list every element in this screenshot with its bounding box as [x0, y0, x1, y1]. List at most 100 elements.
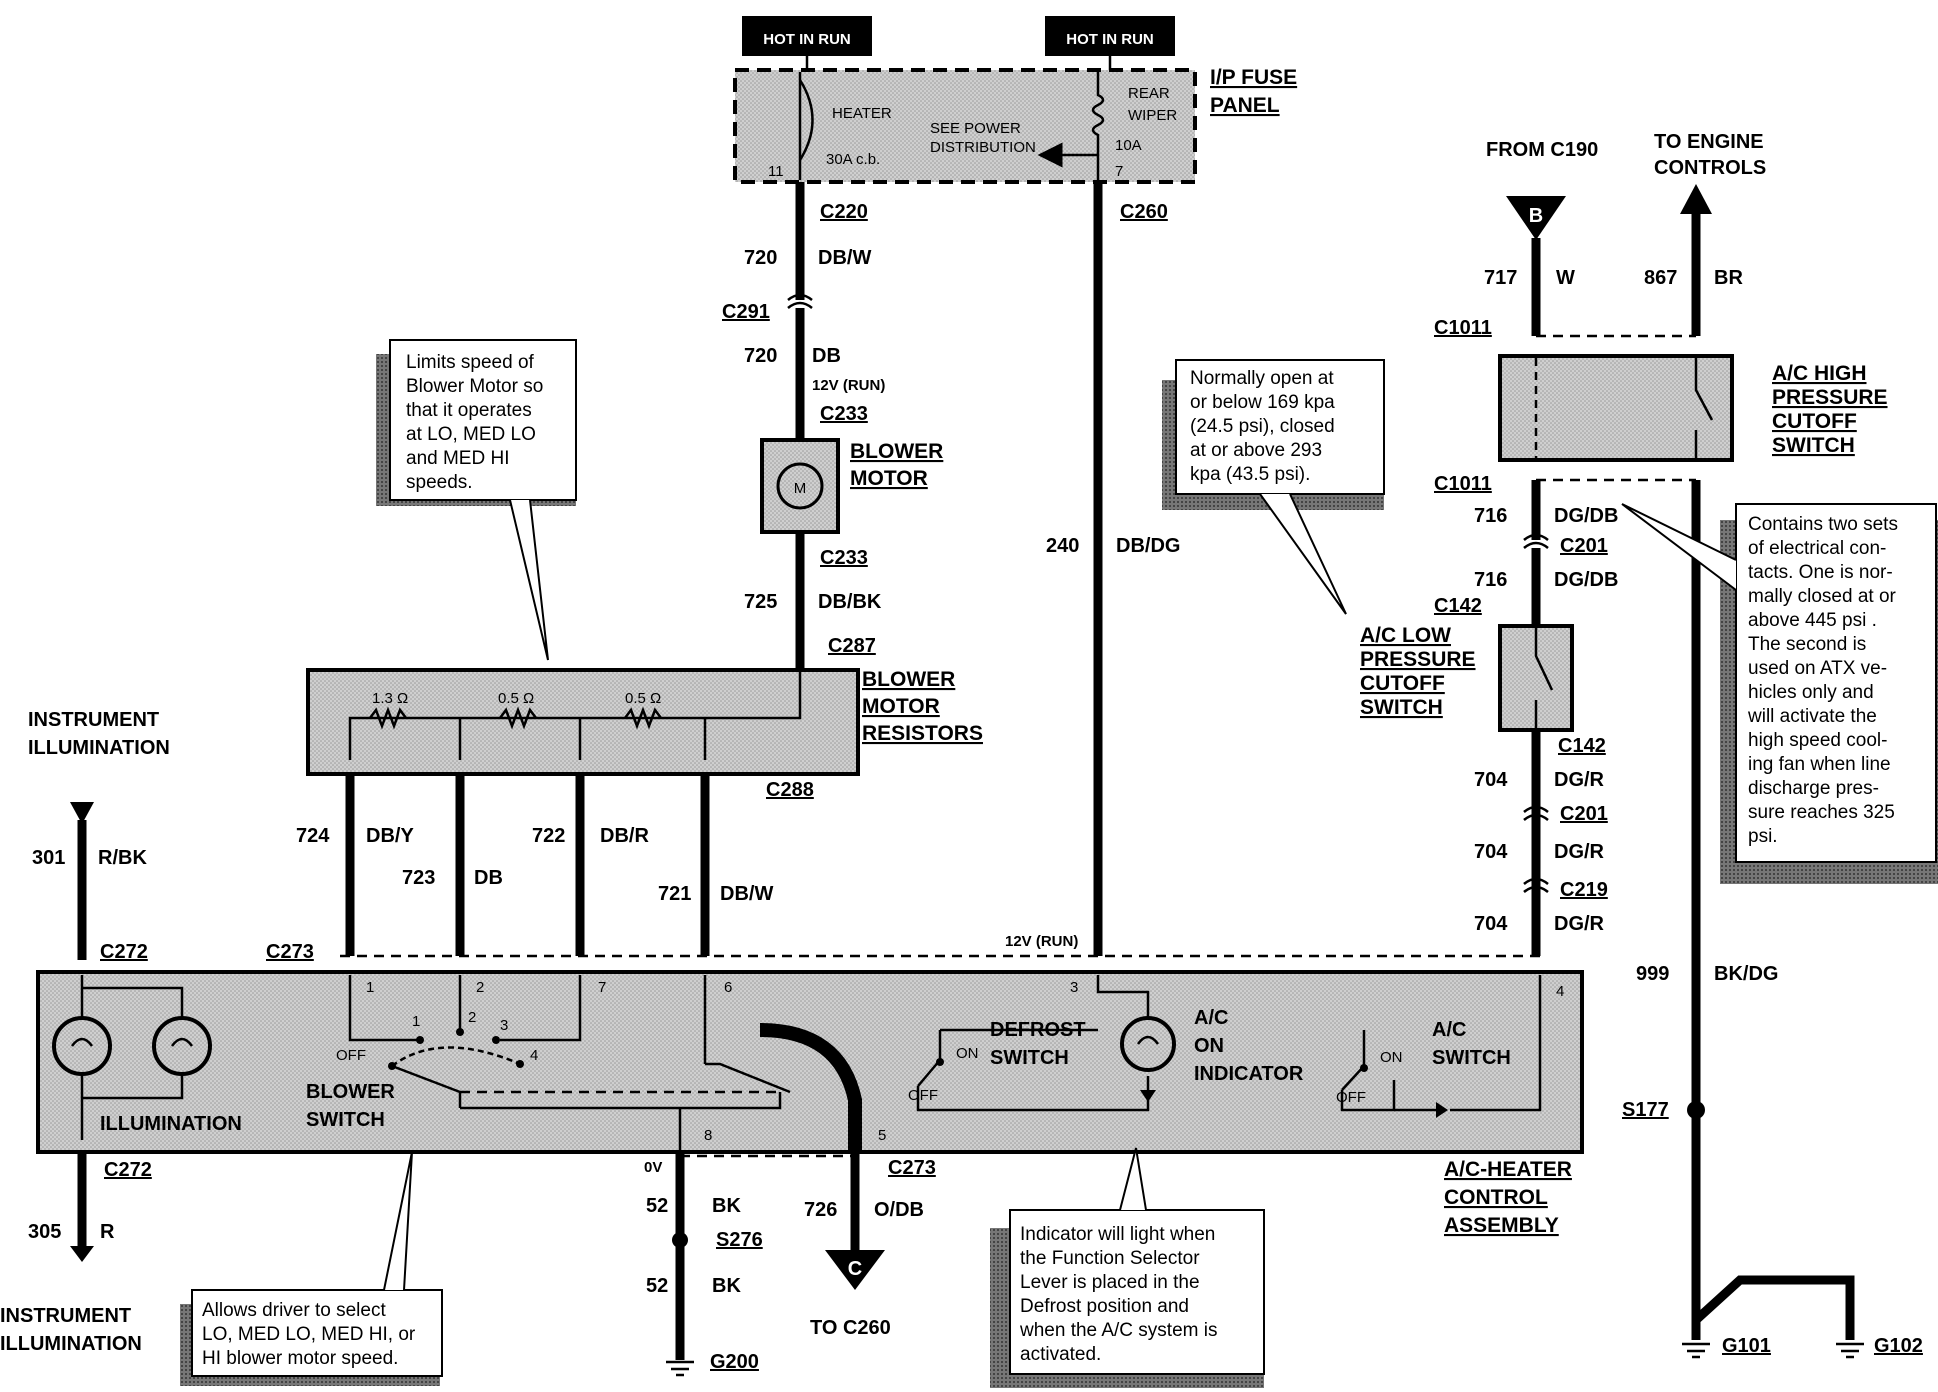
diagram-label: BK — [712, 1275, 741, 1297]
diagram-label: 724 — [296, 825, 330, 847]
diagram-label: HOT IN RUN — [1066, 31, 1154, 48]
diagram-label: 3 — [1070, 979, 1078, 996]
diagram-label: 725 — [744, 591, 777, 613]
diagram-label: OFF — [336, 1047, 366, 1064]
diagram-label: DG/R — [1554, 913, 1605, 935]
diagram-label: ON — [1194, 1035, 1224, 1057]
diagram-label: SWITCH — [306, 1109, 385, 1131]
connector-c291: C291 — [722, 301, 770, 323]
diagram-label: at LO, MED LO — [406, 424, 536, 445]
connector-c288: C288 — [766, 779, 814, 801]
diagram-label: WIPER — [1128, 107, 1177, 124]
note-allows-driver: Allows driver to select LO, MED LO, MED … — [180, 1151, 443, 1386]
diagram-label: 3 — [500, 1017, 508, 1034]
diagram-label: 7 — [1115, 163, 1123, 180]
diagram-label: 2 — [476, 979, 484, 996]
diagram-label: RESISTORS — [862, 722, 983, 745]
diagram-label: high speed cool- — [1748, 730, 1887, 751]
diagram-label: FROM C190 — [1486, 139, 1598, 161]
connector-c273-left: C273 — [266, 941, 314, 963]
splice-s177: S177 — [1622, 1099, 1669, 1121]
diagram-label: 0V — [644, 1159, 662, 1176]
diagram-label: DG/DB — [1554, 569, 1618, 591]
diagram-label: 52 — [646, 1275, 668, 1297]
diagram-label: A/C LOW — [1360, 624, 1451, 647]
diagram-label: DB/W — [818, 247, 871, 269]
connector-c220: C220 — [820, 201, 868, 223]
ac-low-pressure-cutoff-switch — [1498, 624, 1574, 732]
diagram-label: MOTOR — [862, 695, 940, 718]
diagram-label: 704 — [1474, 841, 1508, 863]
diagram-label: kpa (43.5 psi). — [1190, 464, 1310, 485]
diagram-label: CONTROLS — [1654, 157, 1766, 179]
diagram-label: 1 — [412, 1013, 420, 1030]
diagram-label: Lever is placed in the — [1020, 1272, 1200, 1293]
diagram-label: DB/DG — [1116, 535, 1180, 557]
ac-heater-control-assembly: ILLUMINATION 1 2 7 6 1 2 3 4 OFF BLOWER … — [36, 970, 1584, 1154]
diagram-label: B — [1529, 205, 1543, 227]
diagram-label: OFF — [908, 1087, 938, 1104]
note-contains-two-sets: Contains two sets of electrical con- tac… — [1621, 503, 1938, 884]
diagram-label: SEE POWER — [930, 120, 1021, 137]
diagram-label: discharge pres- — [1748, 778, 1879, 799]
diagram-label: ILLUMINATION — [28, 737, 170, 759]
diagram-label: TO C260 — [810, 1317, 891, 1339]
diagram-label: BLOWER — [850, 440, 943, 463]
diagram-label: 4 — [1556, 983, 1564, 1000]
ground-g102: G102 — [1874, 1335, 1923, 1357]
diagram-label: 5 — [878, 1127, 886, 1144]
diagram-label: DEFROST — [990, 1019, 1086, 1041]
diagram-label: BR — [1714, 267, 1743, 289]
note-limits-speed: Limits speed of Blower Motor so that it … — [376, 339, 577, 661]
diagram-label: REAR — [1128, 85, 1170, 102]
diagram-label: HI blower motor speed. — [202, 1348, 398, 1369]
diagram-label: C — [848, 1258, 862, 1280]
diagram-label: Blower Motor so — [406, 376, 543, 397]
diagram-label: DB/BK — [818, 591, 882, 613]
diagram-label: A/C — [1194, 1007, 1228, 1029]
diagram-label: 12V (RUN) — [1005, 933, 1078, 950]
diagram-label: M — [794, 480, 807, 497]
diagram-label: A/C HIGH — [1772, 362, 1867, 385]
diagram-label: BK/DG — [1714, 963, 1778, 985]
diagram-label: 305 — [28, 1221, 61, 1243]
diagram-label: or below 169 kpa — [1190, 392, 1335, 413]
diagram-label: ILLUMINATION — [100, 1113, 242, 1135]
diagram-label: INSTRUMENT — [0, 1305, 131, 1327]
diagram-label: Indicator will light when — [1020, 1224, 1215, 1245]
diagram-label: (24.5 psi), closed — [1190, 416, 1335, 437]
connector-c142-bottom: C142 — [1558, 735, 1606, 757]
diagram-label: DISTRIBUTION — [930, 139, 1036, 156]
diagram-label: ON — [1380, 1049, 1403, 1066]
diagram-label: ON — [956, 1045, 979, 1062]
diagram-label: SWITCH — [1772, 434, 1855, 457]
diagram-label: W — [1556, 267, 1575, 289]
hot-in-run-wiper: HOT IN RUN — [1045, 16, 1175, 56]
diagram-label: PANEL — [1210, 94, 1280, 117]
connector-c233-top: C233 — [820, 403, 868, 425]
diagram-label: CUTOFF — [1772, 410, 1857, 433]
diagram-label: 8 — [704, 1127, 712, 1144]
diagram-label: psi. — [1748, 826, 1778, 847]
diagram-label: The second is — [1748, 634, 1866, 655]
diagram-label: Normally open at — [1190, 368, 1334, 389]
diagram-label: INDICATOR — [1194, 1063, 1304, 1085]
diagram-label: 11 — [768, 163, 784, 180]
connector-c233-bottom: C233 — [820, 547, 868, 569]
connector-c272-top: C272 — [100, 941, 148, 963]
diagram-label: activated. — [1020, 1344, 1101, 1365]
fuse-panel-label: I/P FUSE — [1210, 66, 1297, 89]
diagram-label: 12V (RUN) — [812, 377, 885, 394]
diagram-label: tacts. One is nor- — [1748, 562, 1893, 583]
diagram-label: 240 — [1046, 535, 1079, 557]
diagram-label: 1 — [366, 979, 374, 996]
diagram-label: 6 — [724, 979, 732, 996]
diagram-label: of electrical con- — [1748, 538, 1886, 559]
diagram-label: 52 — [646, 1195, 668, 1217]
diagram-label: sure reaches 325 — [1748, 802, 1895, 823]
diagram-label: 30A c.b. — [826, 151, 880, 168]
diagram-label: above 445 psi . — [1748, 610, 1877, 631]
diagram-label: DB — [474, 867, 503, 889]
diagram-label: 1.3 Ω — [372, 690, 408, 707]
diagram-label: 704 — [1474, 913, 1508, 935]
